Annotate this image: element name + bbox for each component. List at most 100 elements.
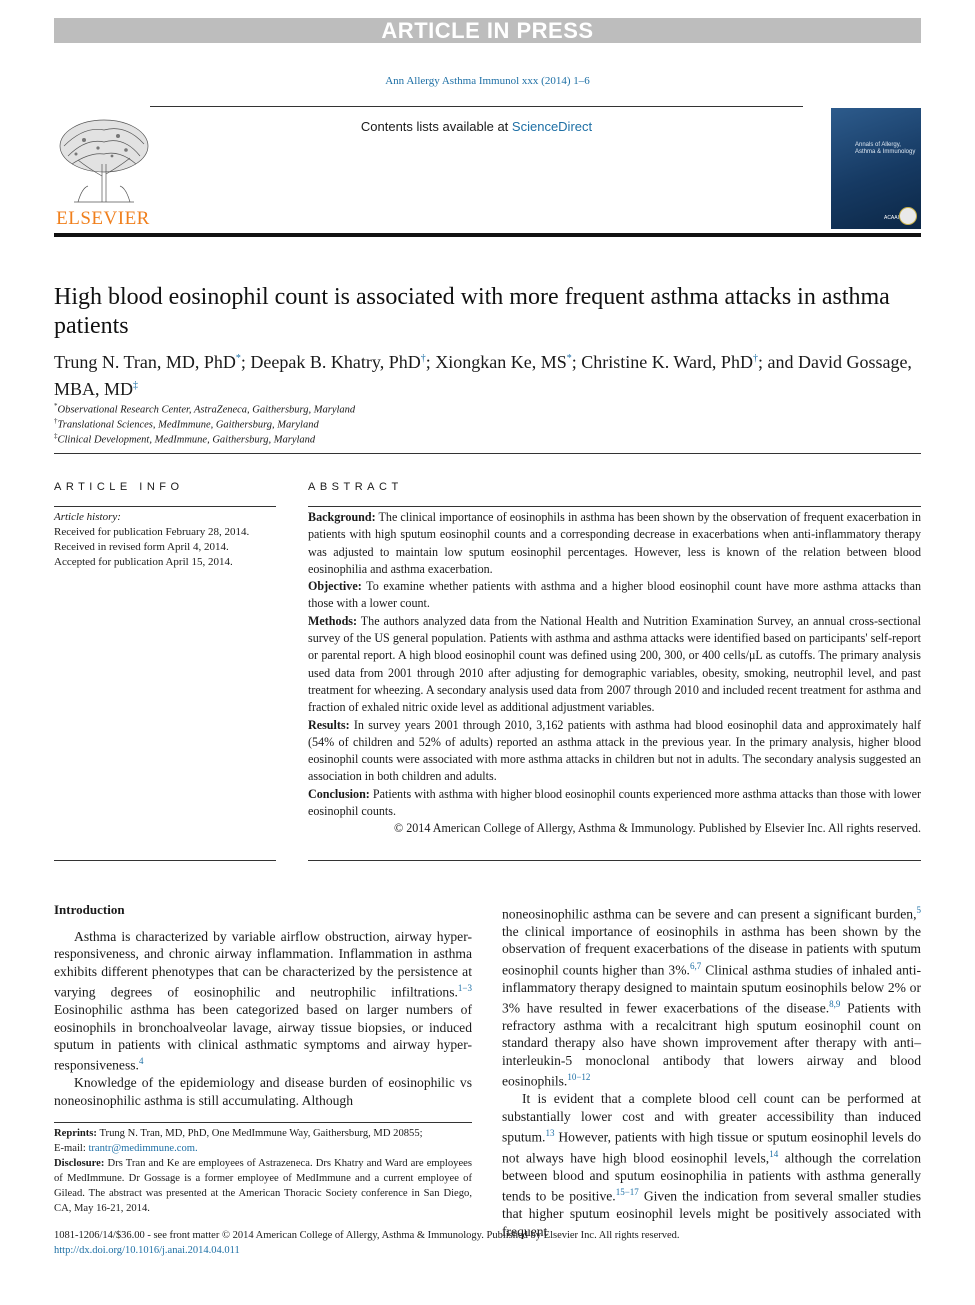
disclosure-note: Disclosure: Drs Tran and Ke are employee…	[54, 1156, 472, 1216]
body-paragraph: It is evident that a complete blood cell…	[502, 1090, 921, 1240]
author-separator: ;	[240, 352, 251, 372]
cover-title: Annals of Allergy, Asthma & Immunology	[855, 142, 916, 155]
affiliation-mark: *	[54, 402, 58, 410]
reprints-text: Trung N. Tran, MD, PhD, One MedImmune Wa…	[99, 1128, 423, 1139]
affiliation-text: Translational Sciences, MedImmune, Gaith…	[57, 419, 319, 431]
affiliation: *Observational Research Center, AstraZen…	[54, 399, 654, 418]
journal-cover-thumbnail[interactable]: Annals of Allergy, Asthma & Immunology A…	[831, 108, 921, 229]
citation-link[interactable]: 6,7	[689, 960, 702, 971]
sciencedirect-link[interactable]: ScienceDirect	[511, 119, 593, 134]
contents-line: Contents lists available at ScienceDirec…	[150, 119, 803, 134]
article-info-heading: ARTICLE INFO	[54, 481, 184, 493]
abstract-section-label: Conclusion:	[308, 786, 370, 801]
abstract-section: Objective: To examine whether patients w…	[308, 578, 921, 613]
author-separator: ; and	[757, 352, 798, 372]
abstract-rule	[308, 506, 921, 507]
body-text: Knowledge of the epidemiology and diseas…	[54, 1075, 472, 1108]
abstract-bottom-rule	[308, 860, 921, 861]
abstract-section: Results: In survey years 2001 through 20…	[308, 717, 921, 786]
journal-reference-link[interactable]: Ann Allergy Asthma Immunol xxx (2014) 1–…	[385, 75, 590, 87]
introduction-heading: Introduction	[54, 902, 125, 917]
abstract-heading: ABSTRACT	[308, 481, 403, 493]
body-text: the clinical importance of eosinophils i…	[502, 923, 921, 978]
abstract-section: Background: The clinical importance of e…	[308, 509, 921, 578]
citation-link[interactable]: 13	[545, 1128, 555, 1138]
article-info-bottom-rule	[54, 860, 276, 861]
body-paragraph: Knowledge of the epidemiology and diseas…	[54, 1074, 472, 1109]
abstract-section-text: The authors analyzed data from the Natio…	[308, 613, 921, 715]
author-name: Christine K. Ward, PhD	[581, 352, 753, 372]
author-affil-mark[interactable]: *	[235, 353, 241, 364]
reprints-label: Reprints:	[54, 1128, 97, 1139]
issn-line: 1081-1206/14/$36.00 - see front matter ©…	[54, 1230, 680, 1241]
abstract-section-label: Results:	[308, 717, 350, 732]
section-divider	[54, 453, 921, 454]
abstract-section-label: Objective:	[308, 579, 362, 594]
email-note: E-mail: trantr@medimmune.com.	[54, 1141, 472, 1156]
affiliation-text: Clinical Development, MedImmune, Gaither…	[57, 434, 316, 446]
disclosure-text: Drs Tran and Ke are employees of Astraze…	[54, 1158, 472, 1214]
cover-badge: ACAAI	[883, 215, 899, 221]
abstract-section-label: Methods:	[308, 613, 358, 628]
body-text: Patients with refractory asthma with a r…	[502, 1000, 921, 1089]
citation-link[interactable]: 15−17	[615, 1187, 639, 1198]
citation-link[interactable]: 8,9	[829, 999, 841, 1010]
abstract-section-text: The clinical importance of eosinophils i…	[308, 510, 921, 576]
article-title: High blood eosinophil count is associate…	[54, 284, 890, 339]
author-name: Trung N. Tran, MD, PhD	[54, 352, 236, 372]
header-thick-rule	[54, 233, 921, 237]
abstract-section: Conclusion: Patients with asthma with hi…	[308, 786, 921, 821]
abstract-section: Methods: The authors analyzed data from …	[308, 613, 921, 717]
affiliation: †Translational Sciences, MedImmune, Gait…	[54, 414, 654, 433]
body-text: However, patients with high tissue or sp…	[502, 1129, 921, 1166]
affiliation-mark: †	[54, 417, 58, 425]
citation-link[interactable]: 5	[916, 905, 922, 915]
body-paragraph: Asthma is characterized by variable airf…	[54, 928, 472, 1074]
intro-left-column: Asthma is characterized by variable airf…	[54, 928, 472, 1109]
intro-right-column: noneosinophilic asthma can be severe and…	[502, 902, 921, 1240]
author-list: Trung N. Tran, MD, PhD*; Deepak B. Khatr…	[54, 347, 924, 401]
history-item: Received for publication February 28, 20…	[54, 526, 250, 538]
body-text: Asthma is characterized by variable airf…	[54, 929, 472, 1000]
author-affil-mark[interactable]: *	[566, 353, 572, 364]
citation-link[interactable]: 4	[138, 1056, 144, 1067]
history-item: Accepted for publication April 15, 2014.	[54, 556, 233, 568]
abstract-body: Background: The clinical importance of e…	[308, 509, 921, 838]
article-info-rule	[54, 506, 276, 507]
author-affil-mark[interactable]: †	[420, 353, 426, 364]
body-paragraph: noneosinophilic asthma can be severe and…	[502, 902, 921, 1090]
elsevier-logo[interactable]: ELSEVIER	[54, 116, 152, 230]
author-affil-mark[interactable]: †	[752, 353, 758, 364]
email-link[interactable]: trantr@medimmune.com.	[88, 1143, 198, 1154]
author-name: Xiongkan Ke, MS	[435, 352, 567, 372]
header-divider	[150, 106, 803, 107]
abstract-section-text: Patients with asthma with higher blood e…	[308, 786, 921, 819]
citation-link[interactable]: 1−3	[457, 983, 472, 994]
author-name: David Gossage, MBA, MD	[54, 352, 912, 399]
abstract-copyright: © 2014 American College of Allergy, Asth…	[393, 821, 921, 836]
email-label: E-mail:	[54, 1143, 86, 1154]
citation-link[interactable]: 10−12	[567, 1072, 591, 1083]
affiliation-text: Observational Research Center, AstraZene…	[57, 404, 356, 416]
page-footer: 1081-1206/14/$36.00 - see front matter ©…	[54, 1228, 921, 1258]
history-item: Received in revised form April 4, 2014.	[54, 541, 229, 553]
author-name: Deepak B. Khatry, PhD	[250, 352, 421, 372]
elsevier-wordmark: ELSEVIER	[56, 208, 150, 229]
doi-link[interactable]: http://dx.doi.org/10.1016/j.anai.2014.04…	[54, 1245, 240, 1256]
author-separator: ;	[571, 352, 582, 372]
body-text: although the correlation between blood a…	[502, 1150, 922, 1204]
contents-prefix: Contents lists available at	[360, 119, 509, 134]
abstract-section-text: To examine whether patients with asthma …	[308, 579, 921, 611]
article-in-press-banner: ARTICLE IN PRESS	[54, 18, 921, 43]
author-separator: ;	[425, 352, 436, 372]
history-label: Article history:	[54, 511, 121, 523]
author-affil-mark[interactable]: ‡	[133, 380, 139, 391]
abstract-section-text: In survey years 2001 through 2010, 3,162…	[308, 717, 921, 784]
body-text: Given the indication from several smalle…	[502, 1188, 921, 1239]
affiliation: ‡Clinical Development, MedImmune, Gaithe…	[54, 429, 654, 448]
footnotes: Reprints: Trung N. Tran, MD, PhD, One Me…	[54, 1126, 472, 1216]
body-text: noneosinophilic asthma can be severe and…	[502, 906, 917, 922]
footnote-rule	[54, 1122, 472, 1123]
disclosure-label: Disclosure:	[54, 1158, 105, 1169]
citation-link[interactable]: 14	[769, 1148, 779, 1159]
